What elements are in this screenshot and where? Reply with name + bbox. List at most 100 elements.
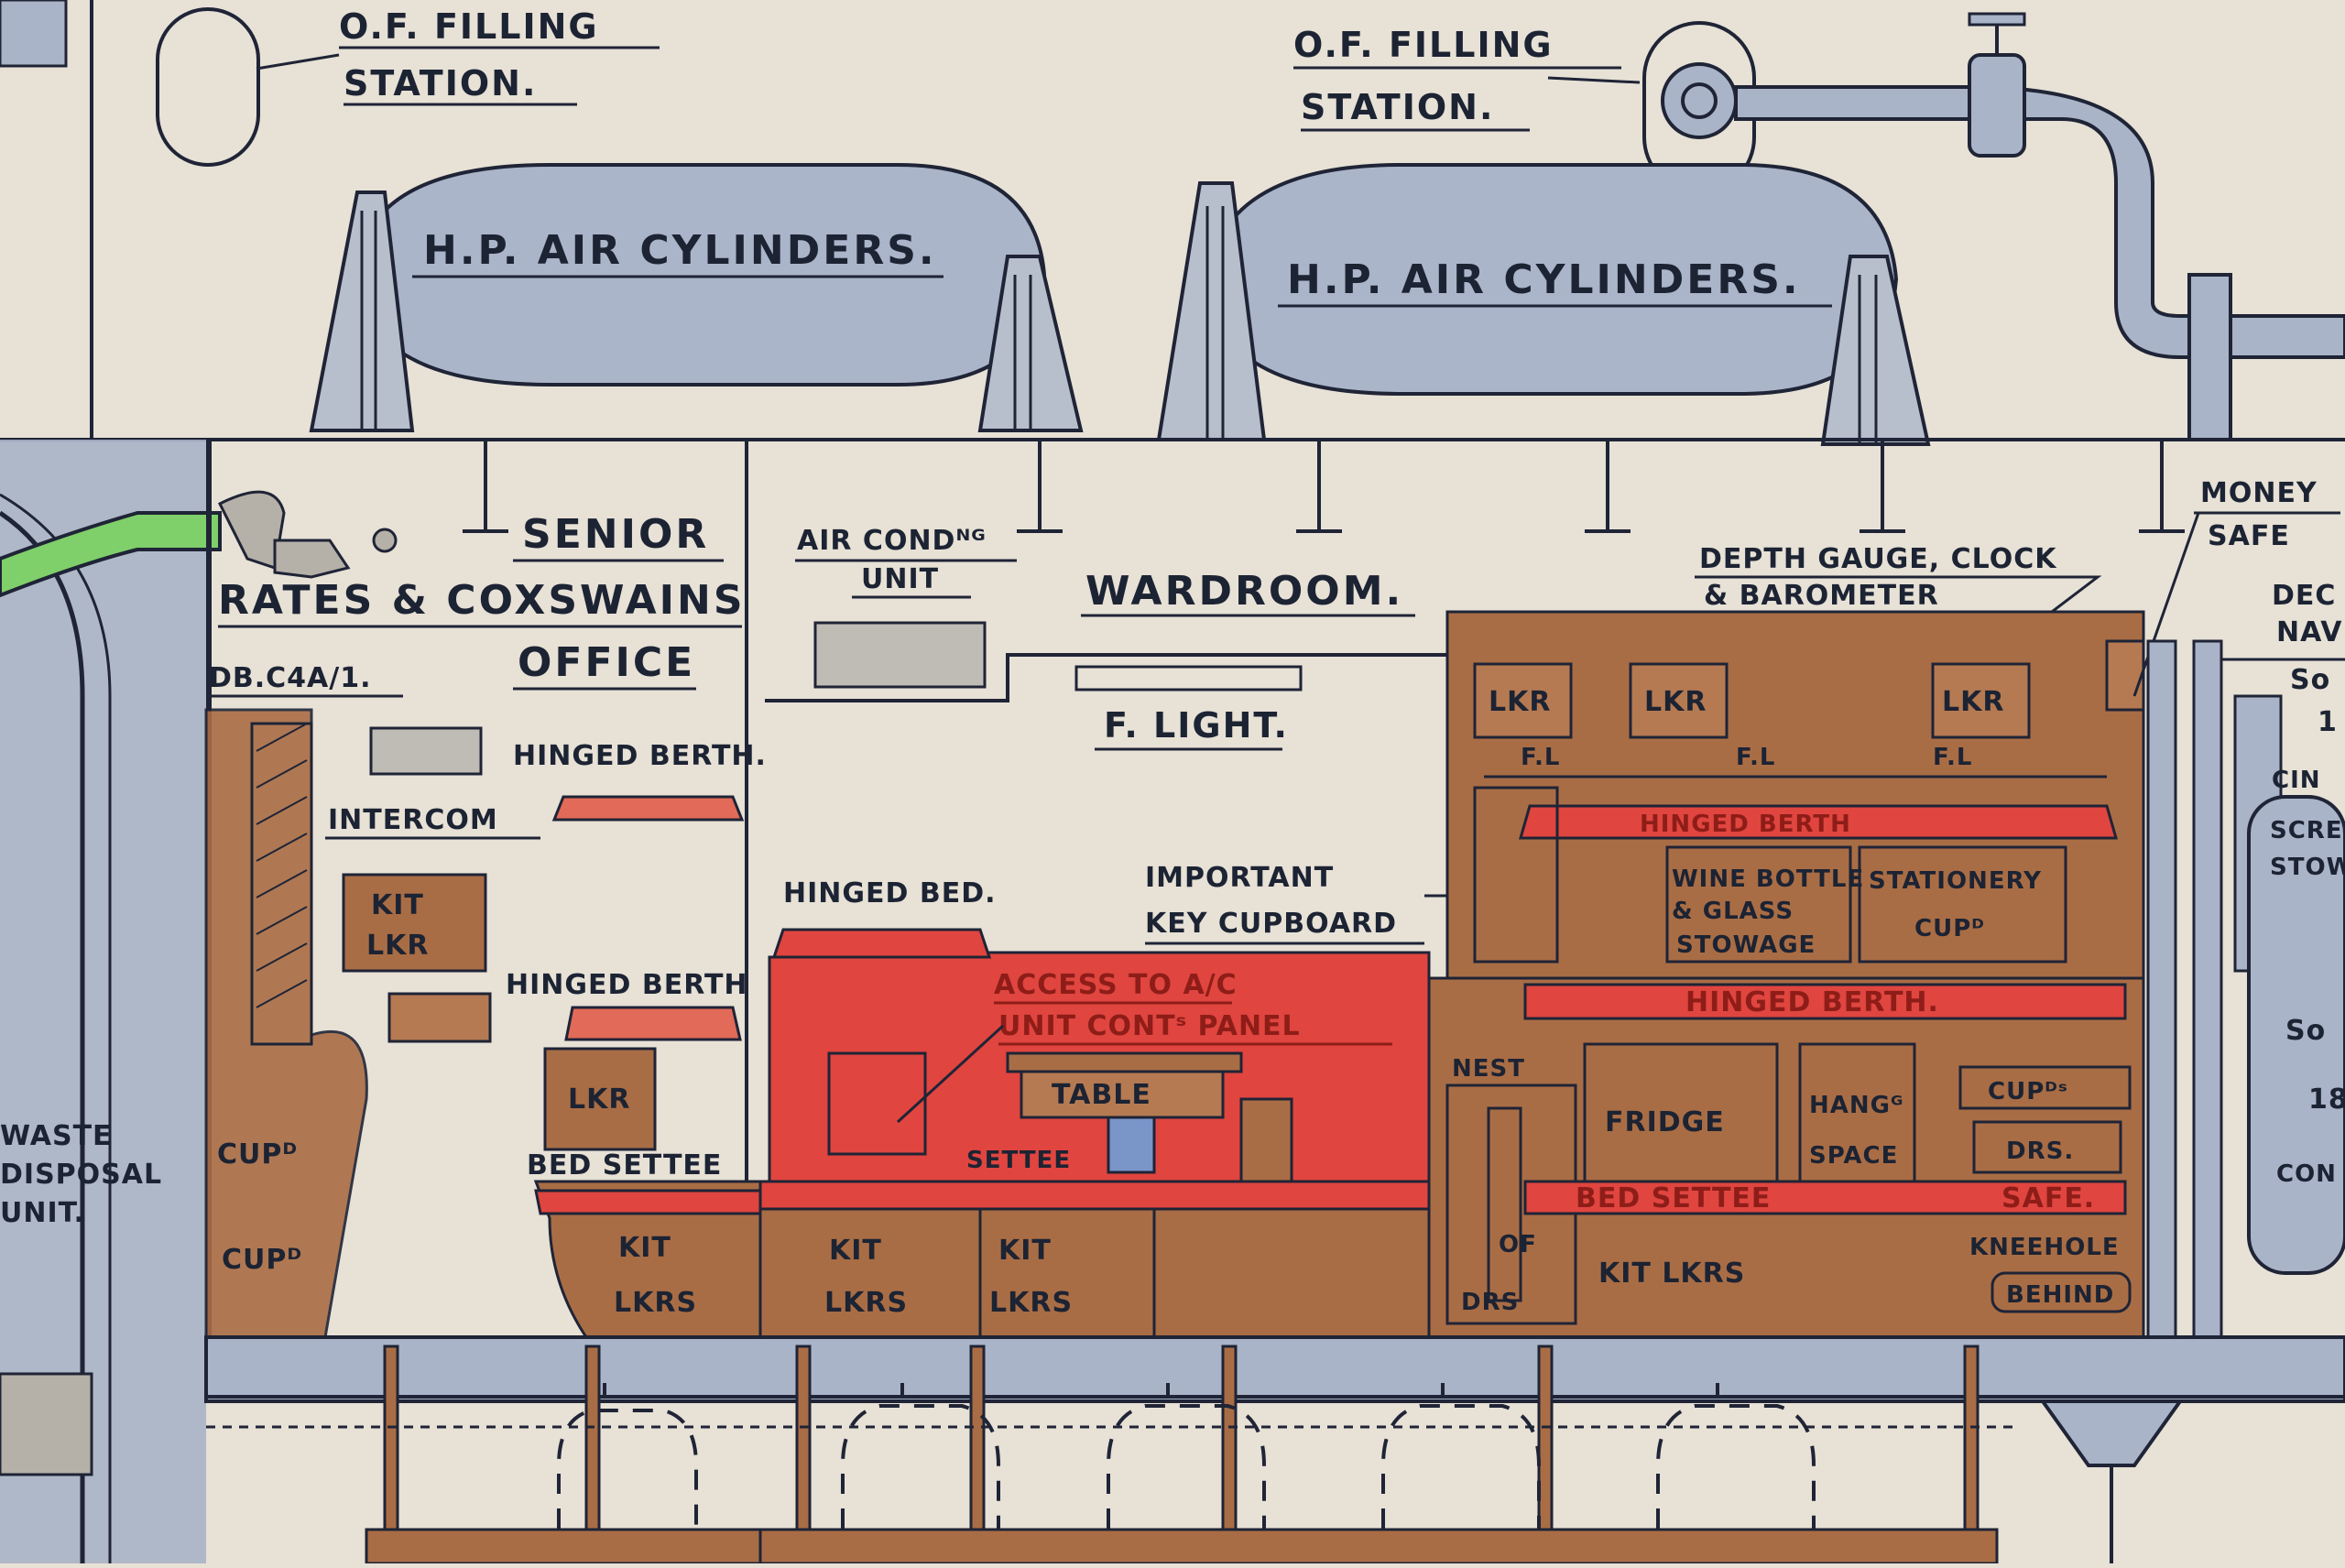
label-waste-disposal-1: WASTE <box>0 1120 113 1152</box>
label-kit-lkrs-2b: LKRS <box>824 1287 908 1319</box>
label-senior-1: SENIOR <box>522 511 709 558</box>
label-hp-air-left: H.P. AIR CYLINDERS. <box>423 227 937 274</box>
leader-line <box>256 53 340 71</box>
label-lkr: LKR <box>366 930 429 962</box>
label-hinged-berth-1: HINGED BERTH. <box>513 740 767 772</box>
label-fl-b: F.L <box>1736 744 1775 771</box>
kit-lkrs-bench-2 <box>758 1207 1431 1339</box>
label-edge-2: NAV <box>2276 616 2343 648</box>
label-cupd-2: CUPᴰ <box>222 1244 302 1276</box>
label-hp-air-right: H.P. AIR CYLINDERS. <box>1287 256 1801 303</box>
label-lkr-b: LKR <box>1644 686 1707 718</box>
label-waste-disposal-2: DISPOSAL <box>0 1159 162 1191</box>
valve-wheel <box>1661 62 1738 139</box>
label-air-cond-2: UNIT <box>861 563 939 595</box>
label-air-cond-1: AIR CONDᴺᴳ <box>797 525 987 557</box>
leader-line <box>896 1024 1005 1124</box>
label-waste-disposal-3: UNIT. <box>0 1197 85 1229</box>
hp-air-cylinder-right <box>1230 163 1899 396</box>
label-edge-3: So <box>2290 664 2330 696</box>
label-bed-settee-right: BED SETTEE <box>1576 1182 1771 1214</box>
locker-a <box>1473 662 1573 739</box>
label-wine-3: STOWAGE <box>1676 931 1816 959</box>
valve-hub <box>1681 82 1718 119</box>
depth-gauge-box <box>2105 639 2145 712</box>
deck-hangers <box>463 440 2185 533</box>
label-hinged-berth-2: HINGED BERTH <box>506 969 748 1001</box>
label-of: OF <box>1499 1231 1537 1258</box>
kit-lkr-box <box>342 873 487 973</box>
label-edge-5: CIN <box>2272 767 2321 794</box>
label-access-1: ACCESS TO A/C <box>994 969 1238 1001</box>
lkr-box <box>543 1047 657 1151</box>
label-edge-10: CON <box>2276 1160 2337 1188</box>
deck-hopper <box>2039 1399 2184 1467</box>
hatch-panel <box>827 1051 927 1156</box>
label-kit-lkrs-4: KIT LKRS <box>1598 1258 1745 1290</box>
label-of-filling-right-1: O.F. FILLING <box>1293 25 1554 65</box>
label-edge-4: 1 <box>2318 706 2338 738</box>
label-drs: DRS. <box>2006 1138 2074 1165</box>
label-important-2: KEY CUPBOARD <box>1145 908 1397 940</box>
hull-curve-inner <box>0 493 112 1563</box>
air-cond-unit <box>813 621 987 689</box>
label-bed-settee-left: BED SETTEE <box>527 1149 722 1181</box>
label-drs-left: DRS <box>1461 1289 1519 1316</box>
hinged-berth-mid <box>1523 983 2127 1020</box>
label-of-filling-left-1: O.F. FILLING <box>339 6 599 47</box>
label-db-code: DB.C4A/1. <box>209 662 372 694</box>
label-fridge: FRIDGE <box>1605 1106 1725 1138</box>
leader-line <box>1547 76 1641 84</box>
label-hinged-bed: HINGED BED. <box>783 877 997 909</box>
label-edge-8: So <box>2285 1015 2326 1047</box>
label-access-2: UNIT CONTˢ PANEL <box>998 1010 1301 1042</box>
label-fl-a: F.L <box>1521 744 1560 771</box>
right-pipe <box>2146 639 2177 1339</box>
label-f-light: F. LIGHT. <box>1104 705 1289 746</box>
cabin-partition <box>1473 786 1559 964</box>
label-edge-6: SCRE <box>2270 817 2343 844</box>
label-kit-lkrs-3b: LKRS <box>989 1287 1073 1319</box>
waste-unit-box <box>0 1372 93 1476</box>
hinged-bed <box>771 928 992 959</box>
battery-tray-right <box>758 1528 1999 1565</box>
main-deck <box>204 1335 2345 1403</box>
label-stationery-1: STATIONERY <box>1869 867 2042 895</box>
label-of-filling-left-2: STATION. <box>344 63 537 103</box>
label-behind: BEHIND <box>2006 1281 2114 1309</box>
corner-tank <box>0 0 68 68</box>
label-fl-c: F.L <box>1933 744 1972 771</box>
table-top <box>1006 1051 1243 1073</box>
small-locker <box>387 992 492 1043</box>
label-hang: HANGᴳ <box>1809 1092 1903 1119</box>
bed-settee-right <box>1523 1180 2127 1215</box>
label-edge-9: 18 <box>2308 1083 2345 1116</box>
label-wine-1: WINE BOTTLE <box>1672 866 1864 893</box>
label-cupds: CUPᴰˢ <box>1988 1078 2068 1105</box>
locker-c <box>1931 662 2031 739</box>
label-kit-lkrs-1b: LKRS <box>614 1287 697 1319</box>
hull-curve <box>0 510 85 1563</box>
label-settee: SETTEE <box>966 1147 1071 1174</box>
label-wine-2: & GLASS <box>1672 898 1794 925</box>
label-depth-gauge-1: DEPTH GAUGE, CLOCK <box>1699 543 2057 575</box>
label-wardroom: WARDROOM. <box>1085 568 1403 615</box>
label-lkr-c: LKR <box>1942 686 2004 718</box>
label-edge-7: STOW <box>2270 854 2345 881</box>
label-senior-3: OFFICE <box>518 639 695 686</box>
label-kit-lkrs-3a: KIT <box>998 1235 1052 1267</box>
hp-air-cylinder-left <box>383 163 1047 387</box>
label-lkr-left: LKR <box>568 1083 630 1116</box>
gate-valve <box>1968 53 2026 158</box>
pipe-support <box>2187 273 2232 441</box>
behind-box <box>1991 1271 2132 1313</box>
right-tank <box>2247 795 2345 1275</box>
label-lkr-a: LKR <box>1489 686 1551 718</box>
drs-box <box>1972 1120 2122 1174</box>
label-of-filling-right-2: STATION. <box>1301 87 1494 127</box>
label-hinged-berth-mid: HINGED BERTH. <box>1685 986 1939 1018</box>
fluorescent-light <box>1074 665 1303 691</box>
label-edge-1: DEC <box>2272 580 2336 612</box>
